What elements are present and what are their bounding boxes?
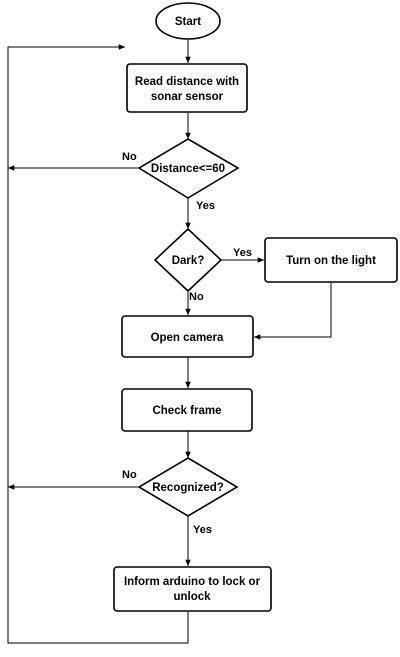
dark-decision xyxy=(153,227,223,293)
read-distance-label-line1: Read distance with xyxy=(135,76,239,88)
start-label: Start xyxy=(175,16,201,28)
inform-arduino-label-line2: unlock xyxy=(173,591,211,603)
dark-label: Dark? xyxy=(172,255,205,267)
loop-back-line xyxy=(7,44,189,644)
check-frame-label: Check frame xyxy=(152,405,221,417)
open-camera-label: Open camera xyxy=(151,332,224,344)
read-distance-label-line2: sonar sensor xyxy=(151,91,224,103)
inform-arduino-box xyxy=(113,566,272,612)
distance-no-label: No xyxy=(122,151,137,163)
read-distance-box xyxy=(126,63,248,113)
start-terminator xyxy=(155,2,221,40)
inform-arduino-label-line1: Inform arduino to lock or xyxy=(124,576,261,588)
check-frame-box xyxy=(121,388,253,432)
distance-yes-label: Yes xyxy=(196,200,215,212)
turn-on-light-label: Turn on the light xyxy=(286,255,376,267)
distance-label: Distance<=60 xyxy=(151,163,225,175)
arrow-light-to-camera xyxy=(254,283,332,340)
open-camera-box xyxy=(121,315,254,358)
dark-no-label: No xyxy=(189,291,204,303)
recognized-decision xyxy=(137,457,239,517)
recognized-no-label: No xyxy=(122,469,137,481)
distance-decision xyxy=(137,138,240,199)
dark-yes-label: Yes xyxy=(233,247,252,259)
recognized-label: Recognized? xyxy=(152,482,224,494)
turn-on-light-box xyxy=(264,237,398,283)
recognized-yes-label: Yes xyxy=(193,524,212,536)
